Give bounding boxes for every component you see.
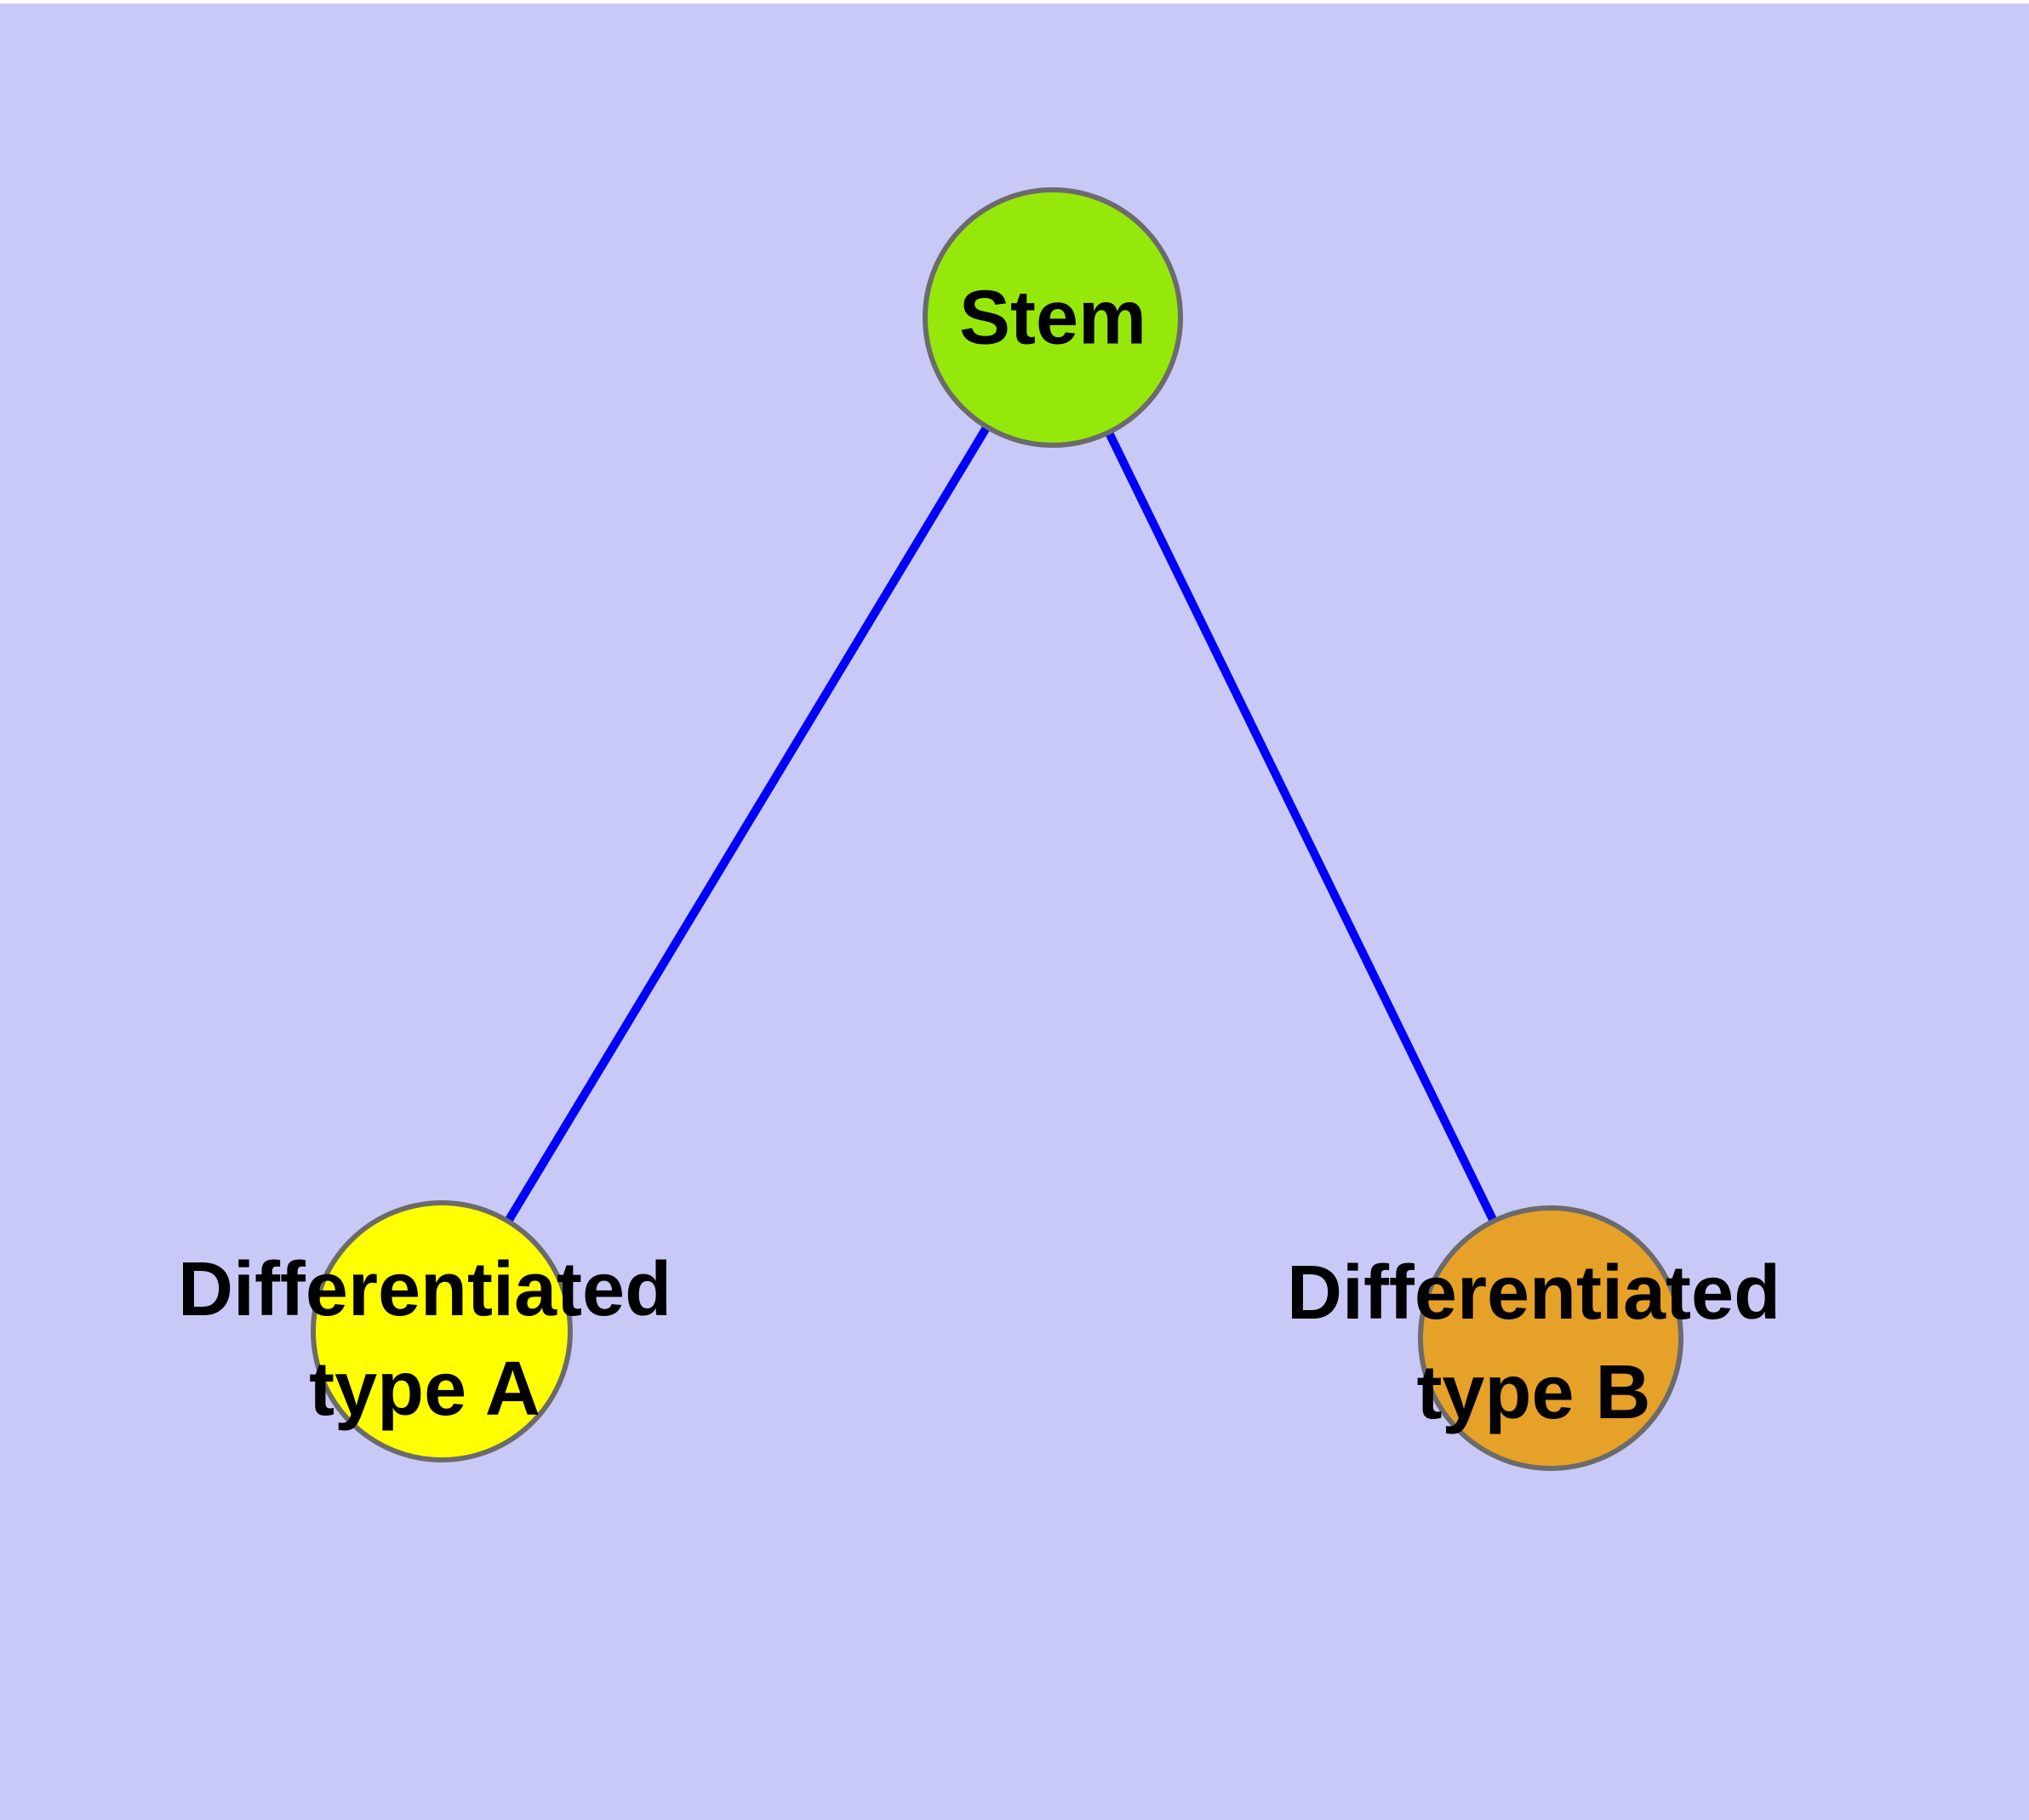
node-differentiated-type-a-circle [311, 1200, 573, 1462]
node-differentiated-type-a-label: Differentiated type A [177, 1247, 672, 1432]
node-differentiated-type-b-circle [1418, 1205, 1683, 1471]
node-stem-circle [923, 187, 1183, 448]
node-differentiated-type-b-label: Differentiated type B [1286, 1251, 1781, 1435]
node-stem-label: Stem [958, 275, 1147, 361]
edge-stem-to-type-b [1049, 315, 1555, 1341]
edge-stem-to-type-a [437, 315, 1057, 1334]
